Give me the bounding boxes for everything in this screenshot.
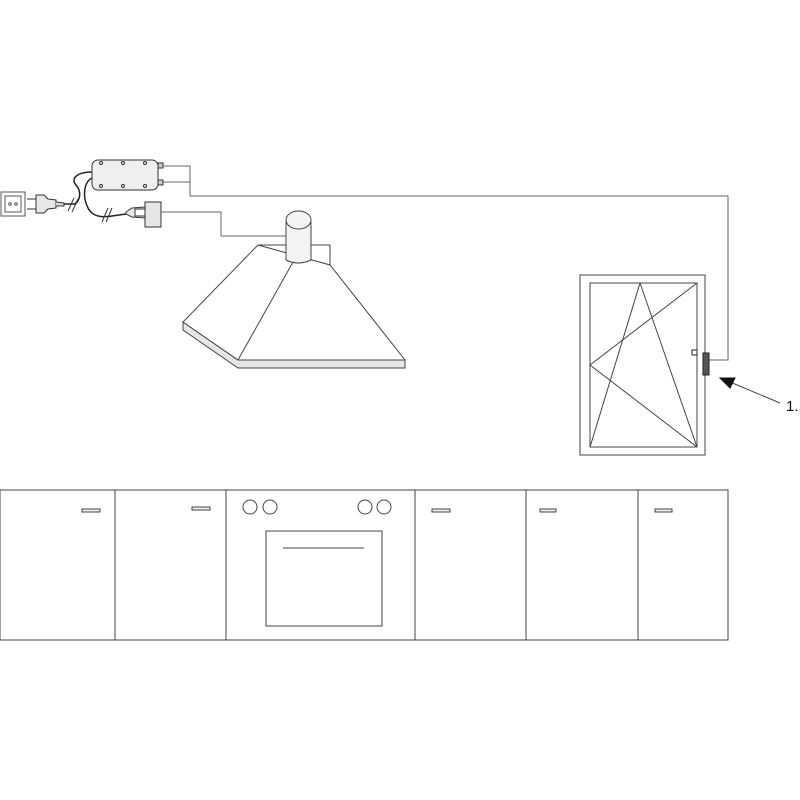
callout-arrow: [718, 377, 781, 404]
wiring-lines: [161, 165, 729, 361]
extractor-hood: [182, 210, 407, 369]
power-cable: [73, 171, 93, 205]
power-plug-icon: [27, 194, 79, 214]
hood-adapter-plug-icon: [125, 201, 162, 228]
wall-socket-icon: [0, 191, 26, 217]
window-sensor-icon: [691, 349, 710, 376]
kitchen-cabinets: [0, 489, 729, 641]
sensor-cable: [83, 177, 127, 218]
callout-label: 1.: [786, 398, 799, 415]
window: [579, 274, 706, 456]
oven-door: [265, 530, 383, 627]
control-unit-icon: [91, 159, 164, 191]
